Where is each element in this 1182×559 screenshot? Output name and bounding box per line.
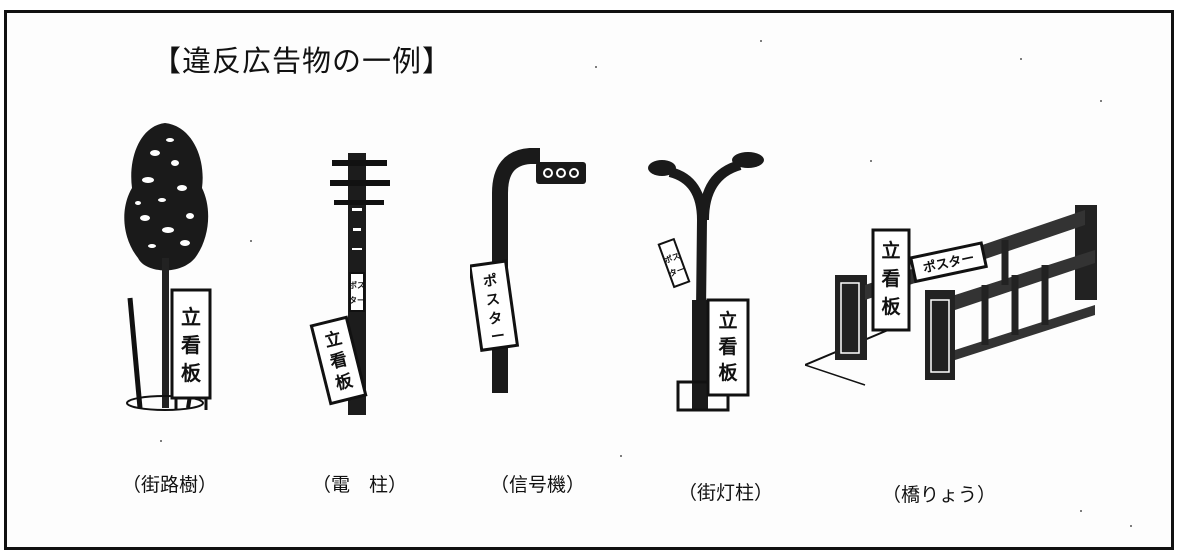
bridge-sign-text-3: 板 xyxy=(881,295,901,318)
scan-speck xyxy=(250,240,252,242)
bridge-sign-text-2: 看 xyxy=(880,268,900,290)
street-lamp-illustration: ポス ター 立 看 板 xyxy=(648,152,764,412)
street-tree-illustration: 立 看 板 xyxy=(124,123,212,411)
signal-poster-text-1: ポ xyxy=(482,272,498,291)
bridge-illustration: 立 看 板 ポスター xyxy=(805,205,1097,386)
scan-speck xyxy=(1130,525,1132,527)
scan-speck xyxy=(595,66,597,68)
caption-bridge: （橋りょう） xyxy=(882,484,997,506)
caption-street-tree: （街路樹） xyxy=(122,474,218,496)
sign-text-3: 板 xyxy=(181,361,202,385)
caption-street-lamp: （街灯柱） xyxy=(678,482,774,504)
signal-poster-text-2: ス xyxy=(485,291,501,309)
scan-speck xyxy=(160,440,162,442)
scan-speck xyxy=(870,160,872,162)
lamp-sign-text-1: 立 xyxy=(718,309,737,332)
lamp-sign-text-3: 板 xyxy=(718,361,738,384)
scan-speck xyxy=(1100,100,1102,102)
signal-poster-text-4: ー xyxy=(490,328,506,346)
document-frame xyxy=(4,10,1174,550)
pole-sign-text-2: 看 xyxy=(327,349,350,374)
pole-tag-text: ポス xyxy=(349,280,365,290)
pole-sign-text-1: 立 xyxy=(323,327,345,351)
scan-speck xyxy=(1080,510,1082,512)
scan-speck xyxy=(760,40,762,42)
signal-poster-text-3: タ xyxy=(487,310,503,328)
utility-pole-illustration: ポス ター 立 看 板 xyxy=(309,153,390,415)
lamp-sign-text-2: 看 xyxy=(717,336,737,358)
sign-text-2: 看 xyxy=(181,333,201,357)
caption-utility-pole: （電 柱） xyxy=(312,474,408,496)
pole-tag-text-2: ター xyxy=(349,295,365,305)
pole-sign-text-3: 板 xyxy=(333,370,356,395)
scan-speck xyxy=(620,455,622,457)
caption-traffic-signal: （信号機） xyxy=(490,474,586,496)
page-title: 【違反広告物の一例】 xyxy=(152,44,453,78)
traffic-signal-illustration: ポ ス タ ー xyxy=(470,148,586,393)
bridge-sign-text-1: 立 xyxy=(881,239,900,262)
sign-text-1: 立 xyxy=(181,305,201,329)
scan-speck xyxy=(1020,58,1022,60)
